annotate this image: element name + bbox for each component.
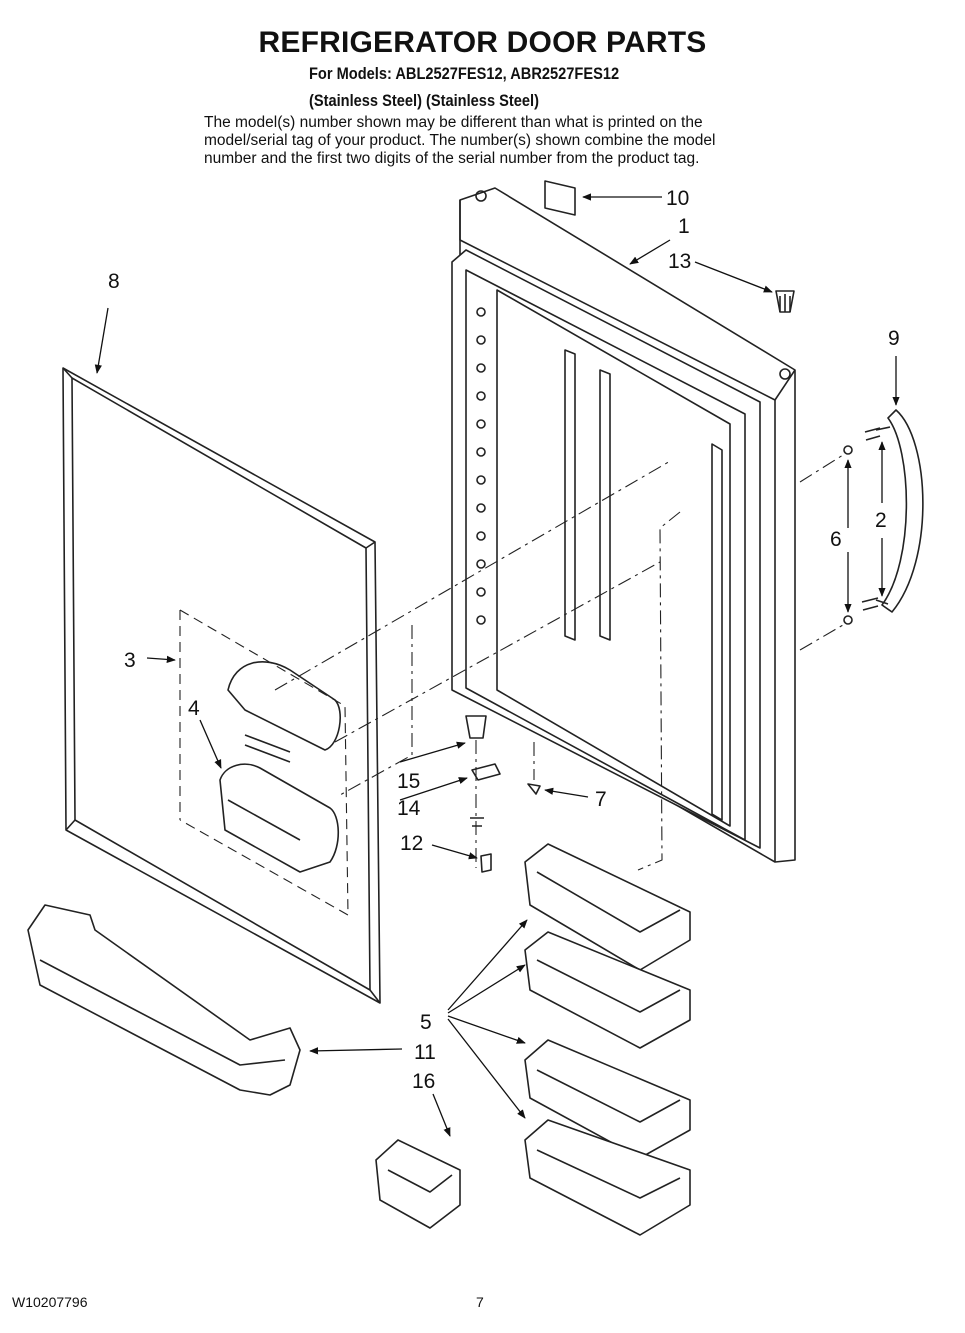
door-handle [875, 409, 924, 613]
callout-6: 6 [830, 528, 842, 551]
callout-2: 2 [875, 509, 887, 532]
models-line: For Models: ABL2527FES12, ABR2527FES12 [309, 64, 620, 83]
dairy-bin [375, 1139, 461, 1229]
drip-tray [219, 763, 340, 873]
hole-plug [775, 290, 795, 313]
door-gasket [62, 367, 381, 1004]
document-number: W10207796 [12, 1294, 88, 1310]
callout-14: 14 [397, 797, 421, 820]
callout-9: 9 [888, 327, 900, 350]
callout-15: 15 [397, 770, 420, 793]
callout-10: 10 [666, 187, 689, 210]
door-liner [451, 187, 796, 863]
callout-1: 1 [678, 215, 690, 238]
callout-3: 3 [124, 649, 136, 672]
callout-4: 4 [188, 697, 200, 720]
callout-13: 13 [668, 250, 691, 273]
callout-11: 11 [414, 1041, 436, 1064]
callout-5: 5 [420, 1011, 432, 1034]
shelf-clips [476, 307, 486, 625]
bottom-rail [27, 904, 301, 1096]
model-note: The model(s) number shown may be differe… [204, 114, 784, 168]
page-number: 7 [476, 1294, 484, 1310]
page-title: REFRIGERATOR DOOR PARTS [258, 26, 707, 59]
callout-8: 8 [108, 270, 120, 293]
note-line: number and the first two digits of the s… [204, 150, 700, 167]
callout-7: 7 [595, 788, 607, 811]
door-bins [524, 843, 691, 1236]
note-line: model/serial tag of your product. The nu… [204, 132, 716, 149]
small-hardware [465, 715, 541, 873]
finish-line: (Stainless Steel) (Stainless Steel) [309, 91, 539, 110]
rating-label [544, 180, 576, 216]
handle-screws [843, 427, 881, 625]
callout-12: 12 [400, 832, 423, 855]
callout-16: 16 [412, 1070, 435, 1093]
note-line: The model(s) number shown may be differe… [204, 114, 703, 131]
